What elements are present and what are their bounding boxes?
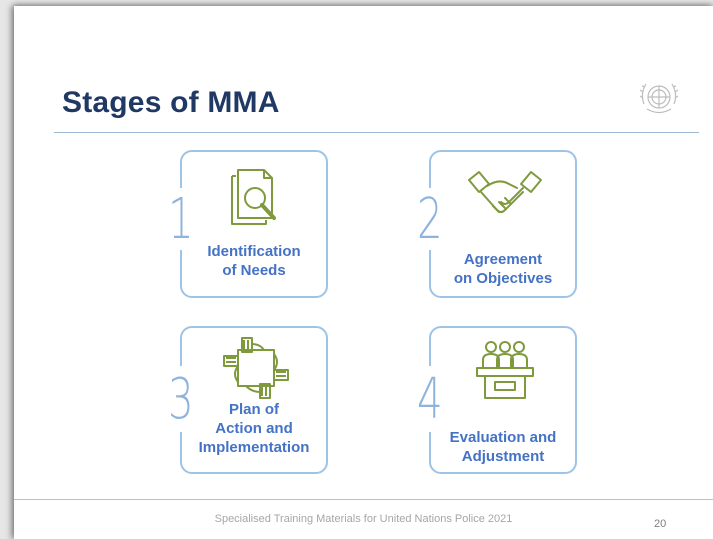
joined-hands-icon — [223, 337, 289, 399]
stage-number: 1 — [168, 187, 194, 252]
footer-divider — [14, 499, 713, 500]
stage-label: Evaluation and Adjustment — [449, 429, 557, 465]
stage-card-3: 3 Plan of Action and Implementation — [168, 326, 328, 474]
slide: Stages of MMA 1 Iden — [14, 6, 713, 539]
stage-card-1: 1 Identification of Needs — [168, 150, 328, 298]
stage-number: 3 — [168, 367, 194, 432]
stage-label: Plan of Action and Implementation — [198, 401, 310, 456]
handshake-icon — [468, 171, 542, 213]
page-number: 20 — [654, 518, 667, 530]
stage-number: 2 — [417, 187, 443, 252]
document-search-icon — [231, 169, 276, 225]
stage-label: Identification of Needs — [207, 243, 301, 279]
stage-card-2: 2 Agreement on Objectives — [417, 150, 577, 298]
stage-number: 4 — [417, 367, 443, 432]
page-title: Stages of MMA — [62, 86, 280, 119]
stage-card-4: 4 Evaluation and Adjustment — [417, 326, 577, 474]
panel-meeting-icon — [476, 341, 534, 399]
footer-text: Specialised Training Materials for Unite… — [214, 513, 513, 525]
stage-label: Agreement on Objectives — [453, 251, 553, 287]
un-emblem-icon — [639, 83, 679, 114]
title-divider — [54, 132, 699, 133]
